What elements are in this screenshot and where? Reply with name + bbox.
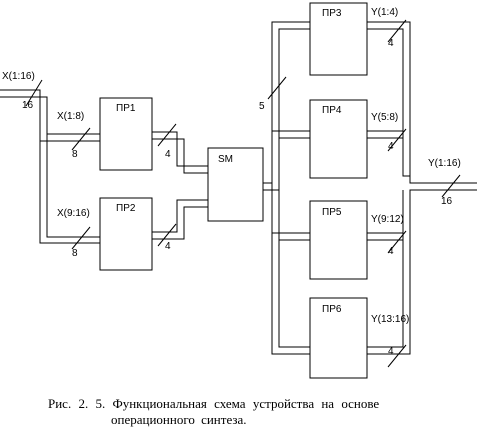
block-sm-label: SM — [218, 154, 233, 165]
block-pr1: ПР1 — [99, 97, 153, 171]
block-pr4-label: ПР4 — [322, 105, 342, 116]
output-bus — [367, 19, 477, 368]
block-pr2-label: ПР2 — [116, 203, 136, 214]
label-x-lo-width: 8 — [72, 149, 78, 160]
label-y3-width: 4 — [388, 246, 394, 257]
block-pr2: ПР2 — [99, 197, 153, 271]
block-pr1-label: ПР1 — [116, 103, 136, 114]
label-x-lo: X(1:8) — [57, 111, 84, 122]
label-x-in-width: 16 — [22, 100, 34, 111]
label-sm-out-width: 5 — [259, 101, 265, 112]
label-pr2-out-width: 4 — [165, 241, 171, 252]
label-y2: Y(5:8) — [371, 112, 398, 123]
pr2-to-sm-bus — [152, 199, 208, 247]
block-pr3: ПР3 — [309, 2, 368, 76]
label-y3: Y(9:12) — [371, 214, 404, 225]
label-y-out-width: 16 — [441, 196, 453, 207]
block-pr5: ПР5 — [309, 200, 368, 280]
label-x-hi-width: 8 — [72, 248, 78, 259]
label-y-out: Y(1:16) — [428, 158, 461, 169]
label-y1: Y(1:4) — [371, 7, 398, 18]
label-y2-width: 4 — [388, 141, 394, 152]
label-pr1-out-width: 4 — [165, 149, 171, 160]
label-y1-width: 4 — [388, 38, 394, 49]
input-bus — [0, 79, 100, 250]
block-pr6-label: ПР6 — [322, 304, 342, 315]
block-pr3-label: ПР3 — [322, 8, 342, 19]
label-y4-width: 4 — [388, 346, 394, 357]
label-x-in: X(1:16) — [2, 71, 35, 82]
block-sm: SM — [207, 147, 264, 222]
pr1-to-sm-bus — [152, 123, 208, 174]
caption-line-1: Рис. 2. 5. Функциональная схема устройст… — [48, 396, 380, 411]
label-y4: Y(13:16) — [371, 314, 409, 325]
caption-line-2: операционного синтеза. — [111, 412, 247, 427]
label-x-hi: X(9:16) — [57, 208, 90, 219]
block-pr5-label: ПР5 — [322, 207, 342, 218]
block-pr4: ПР4 — [309, 99, 368, 179]
block-pr6: ПР6 — [309, 297, 368, 379]
sm-to-pr-bus — [263, 21, 310, 355]
